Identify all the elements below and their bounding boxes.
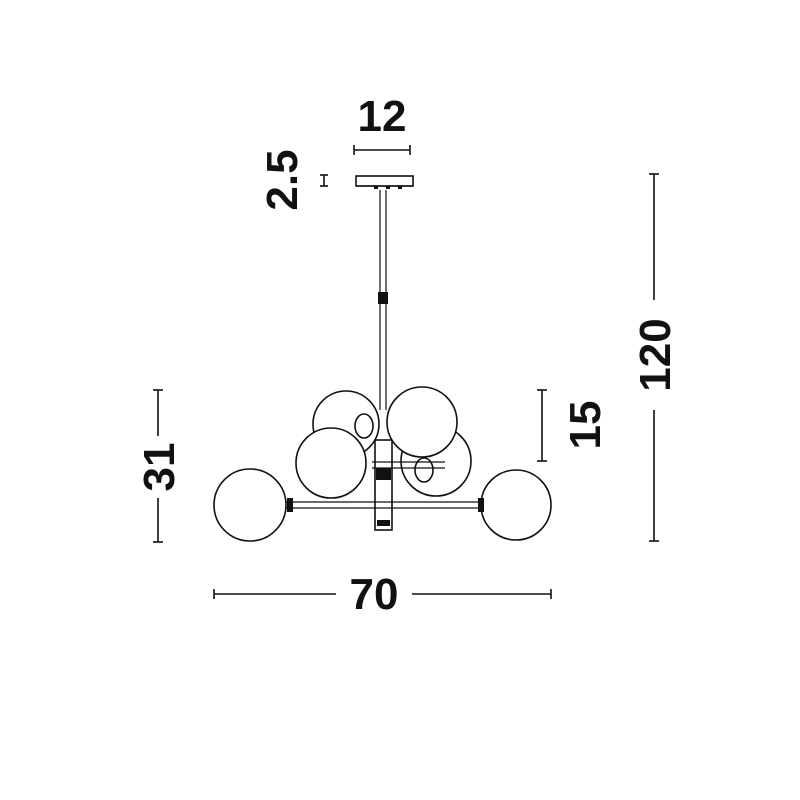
- dimension-body-height: 31: [135, 389, 184, 543]
- dimension-label-body-height: 31: [135, 443, 184, 492]
- dimension-total-width: 70: [213, 570, 552, 619]
- globe-right-outer: [480, 469, 552, 541]
- dimension-label-globe-offset: 15: [561, 401, 610, 450]
- dimension-globe-offset: 15: [537, 389, 610, 462]
- dimension-canopy-width: 12: [353, 92, 411, 155]
- dimension-label-total-width: 70: [350, 570, 399, 619]
- dimension-label-canopy-height: 2.5: [258, 149, 307, 210]
- globe-front-right: [386, 386, 458, 458]
- globe-left-outer: [213, 468, 287, 542]
- dimension-label-canopy-width: 12: [358, 92, 407, 141]
- central-body: [374, 439, 393, 531]
- suspension-rod: [378, 190, 388, 410]
- globe-front-left: [295, 427, 367, 499]
- dimension-total-height: 120: [631, 173, 680, 542]
- dimension-label-total-height: 120: [631, 318, 680, 391]
- dimension-canopy-height: 2.5: [258, 149, 328, 211]
- ceiling-canopy: [355, 175, 414, 189]
- chandelier-illustration: [213, 175, 552, 542]
